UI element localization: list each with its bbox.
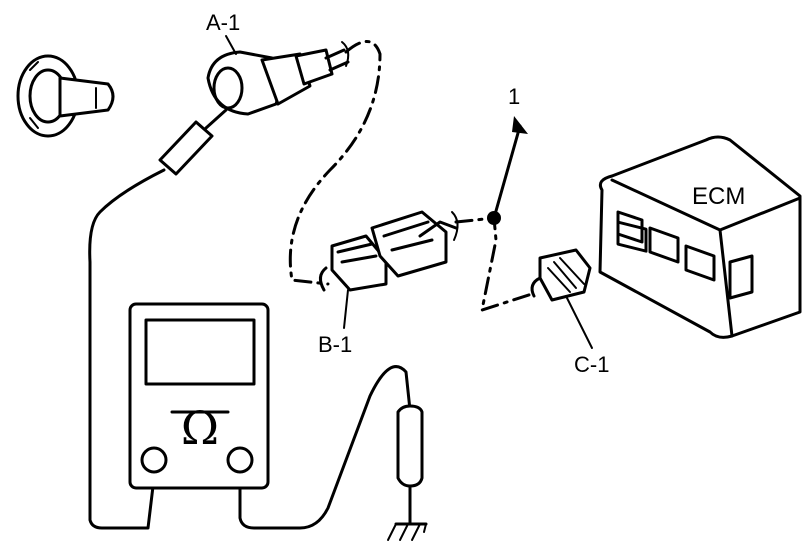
label-c1: C-1: [574, 352, 609, 377]
ground-icon: [387, 522, 428, 541]
meter-terminal-left: [140, 446, 168, 474]
connector-c1: [530, 248, 592, 302]
meter-lead-right: [238, 365, 412, 530]
ohm-symbol: Ω: [181, 401, 219, 455]
leader-b1: [343, 289, 349, 329]
sensor-component: [16, 54, 115, 138]
ohmmeter: Ω: [128, 302, 270, 490]
label-leaders: [225, 35, 593, 349]
connector-a1: [206, 41, 350, 116]
label-b1: B-1: [318, 332, 352, 357]
label-ecm: ECM: [692, 183, 745, 210]
connector-b1: [319, 210, 459, 292]
callout-arrowhead: [512, 116, 528, 134]
wiring: [88, 40, 534, 530]
wire-a1-to-b1: [288, 40, 382, 286]
meter-lead-left: [88, 168, 166, 530]
leader-c1: [565, 295, 593, 349]
label-callout-1: 1: [508, 84, 520, 109]
wire-b1-to-c1: [454, 216, 534, 313]
lead-a1: [158, 108, 228, 176]
meter-terminal-right: [226, 446, 254, 474]
leader-a1: [225, 35, 237, 55]
label-a1: A-1: [206, 10, 240, 35]
junction-dot: [487, 211, 501, 225]
ecm-unit: [598, 135, 802, 339]
callout-leader: [492, 124, 522, 220]
test-probe: [396, 404, 424, 526]
